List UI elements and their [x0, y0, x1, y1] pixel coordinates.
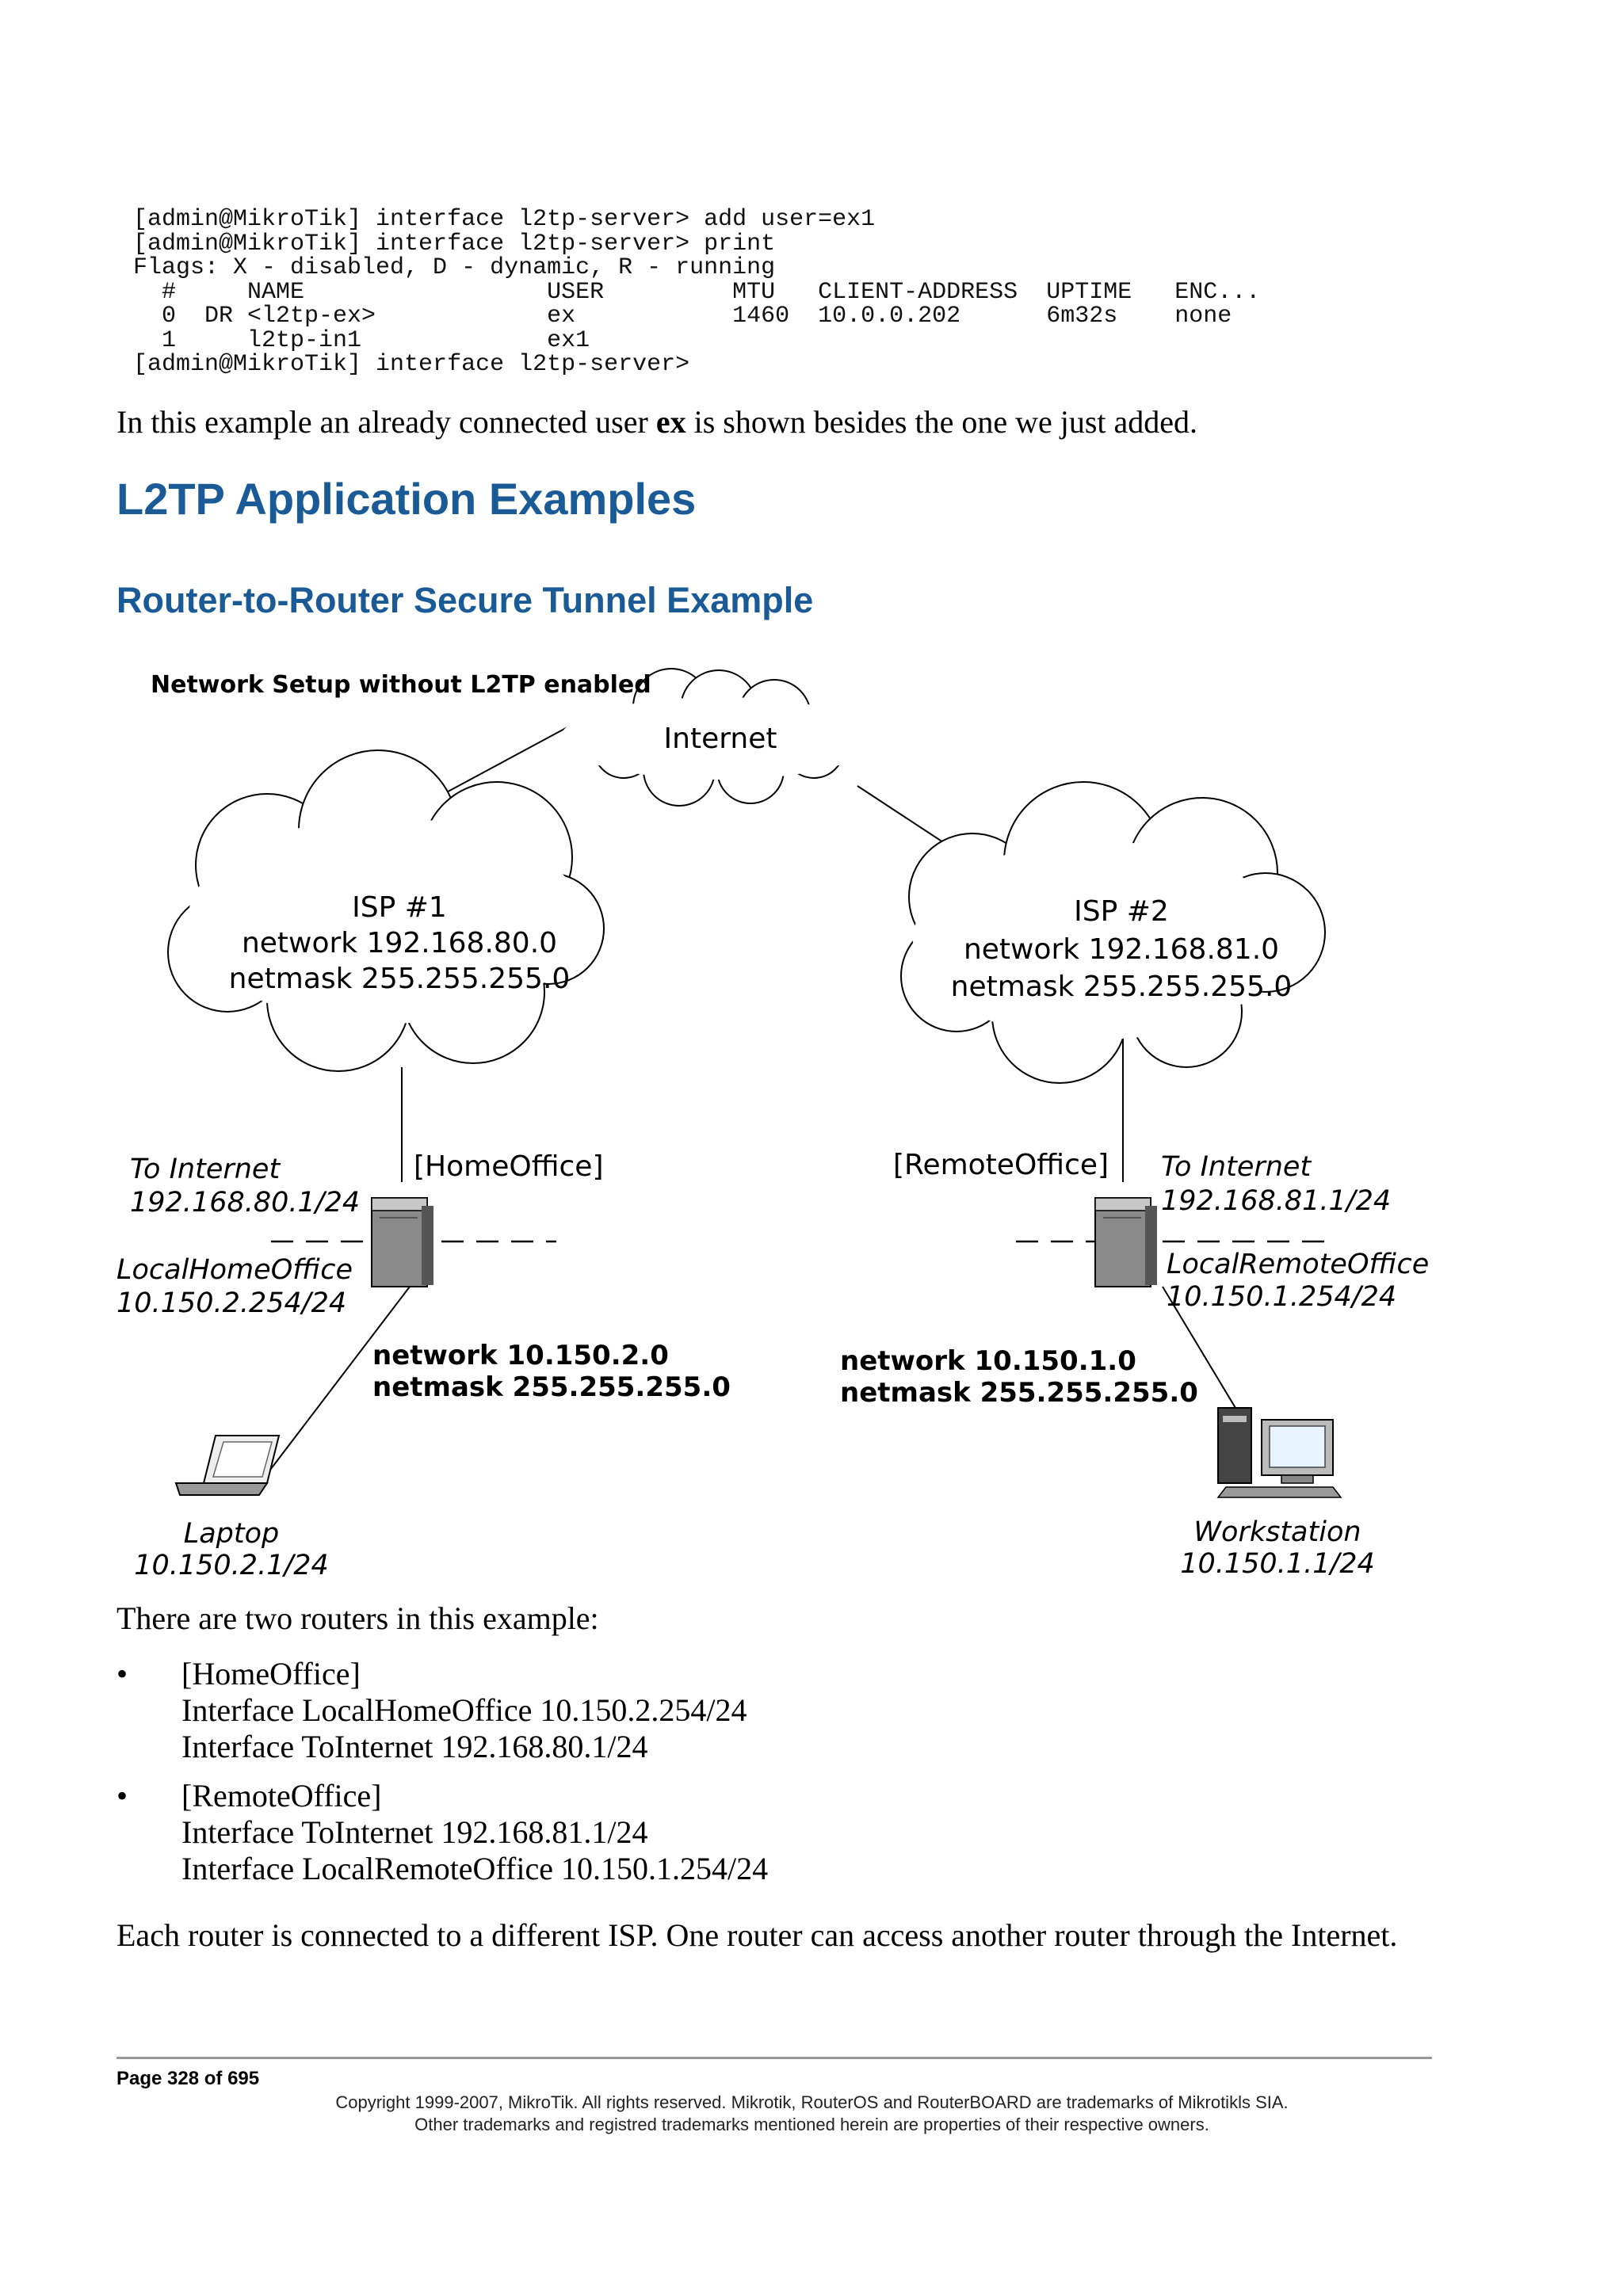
intro-user-bold: ex — [655, 404, 686, 440]
isp1-netmask: netmask 255.255.255.0 — [229, 963, 571, 995]
link-remote-router-workstation — [1162, 1286, 1241, 1417]
list-item: • [HomeOffice] Interface LocalHomeOffice… — [116, 1656, 768, 1765]
copyright-line: Copyright 1999-2007, MikroTik. All right… — [335, 2092, 1289, 2112]
home-local-ip: 10.150.2.254/24 — [116, 1287, 346, 1319]
laptop-ip: 10.150.2.1/24 — [134, 1550, 329, 1581]
remote-router-label: [RemoteOffice] — [893, 1149, 1109, 1181]
router-name: [HomeOffice] — [181, 1656, 361, 1691]
diagram-title: Network Setup without L2TP enabled — [151, 671, 651, 699]
router-interface: Interface LocalRemoteOffice 10.150.1.254… — [181, 1851, 769, 1886]
list-item: • [RemoteOffice] Interface ToInternet 19… — [116, 1778, 768, 1887]
code-block: [admin@MikroTik] interface l2tp-server> … — [133, 206, 1261, 378]
copyright-notice: Copyright 1999-2007, MikroTik. All right… — [116, 2092, 1507, 2136]
intro-text-after: is shown besides the one we just added. — [685, 404, 1198, 440]
remote-network: network 10.150.1.0 — [840, 1345, 1136, 1377]
isp1-network: network 192.168.80.0 — [242, 927, 557, 959]
remote-router-icon — [1094, 1197, 1157, 1287]
internet-label: Internet — [664, 723, 777, 755]
router-interface: Interface ToInternet 192.168.80.1/24 — [181, 1729, 648, 1764]
isp2-network: network 192.168.81.0 — [964, 933, 1279, 966]
bullet-symbol: • — [116, 1656, 128, 1691]
home-to-internet-ip: 192.168.80.1/24 — [130, 1187, 360, 1219]
remote-to-internet-ip: 192.168.81.1/24 — [1161, 1185, 1391, 1217]
section-heading: L2TP Application Examples — [116, 474, 697, 524]
isp2-netmask: netmask 255.255.255.0 — [951, 971, 1293, 1003]
workstation-label: Workstation — [1193, 1516, 1361, 1548]
isp1-name: ISP #1 — [352, 891, 447, 924]
home-local-name: LocalHomeOffice — [116, 1254, 353, 1286]
network-diagram: Network Setup without L2TP enabled Inter… — [116, 659, 1432, 1586]
router-list: • [HomeOffice] Interface LocalHomeOffice… — [116, 1656, 768, 1900]
home-to-internet: To Internet — [130, 1154, 281, 1185]
footer-divider — [116, 2057, 1432, 2059]
copyright-line: Other trademarks and registred trademark… — [414, 2115, 1209, 2134]
remote-local-ip: 10.150.1.254/24 — [1167, 1281, 1396, 1313]
router-interface: Interface LocalHomeOffice 10.150.2.254/2… — [181, 1692, 747, 1728]
remote-netmask: netmask 255.255.255.0 — [840, 1377, 1198, 1409]
intro-text-before: In this example an already connected use… — [116, 404, 656, 440]
router-name: [RemoteOffice] — [181, 1778, 382, 1814]
workstation-icon — [1216, 1407, 1342, 1498]
home-network: network 10.150.2.0 — [372, 1340, 669, 1371]
remote-to-internet: To Internet — [1161, 1151, 1312, 1183]
remote-local-name: LocalRemoteOffice — [1167, 1249, 1429, 1280]
closing-paragraph: Each router is connected to a different … — [116, 1917, 1398, 1953]
router-interface: Interface ToInternet 192.168.81.1/24 — [181, 1814, 648, 1850]
laptop-label: Laptop — [184, 1518, 280, 1550]
page-number: Page 328 of 695 — [116, 2068, 260, 2089]
isp2-name: ISP #2 — [1074, 895, 1169, 928]
link-home-router-laptop — [262, 1286, 411, 1480]
subsection-heading: Router-to-Router Secure Tunnel Example — [116, 580, 814, 620]
laptop-icon — [174, 1435, 281, 1496]
routers-intro: There are two routers in this example: — [116, 1600, 599, 1636]
home-netmask: netmask 255.255.255.0 — [372, 1371, 731, 1403]
home-router-icon — [371, 1197, 433, 1287]
home-router-label: [HomeOffice] — [414, 1150, 603, 1183]
intro-paragraph: In this example an already connected use… — [116, 404, 1432, 441]
bullet-symbol: • — [116, 1778, 128, 1814]
workstation-ip: 10.150.1.1/24 — [1180, 1548, 1375, 1580]
